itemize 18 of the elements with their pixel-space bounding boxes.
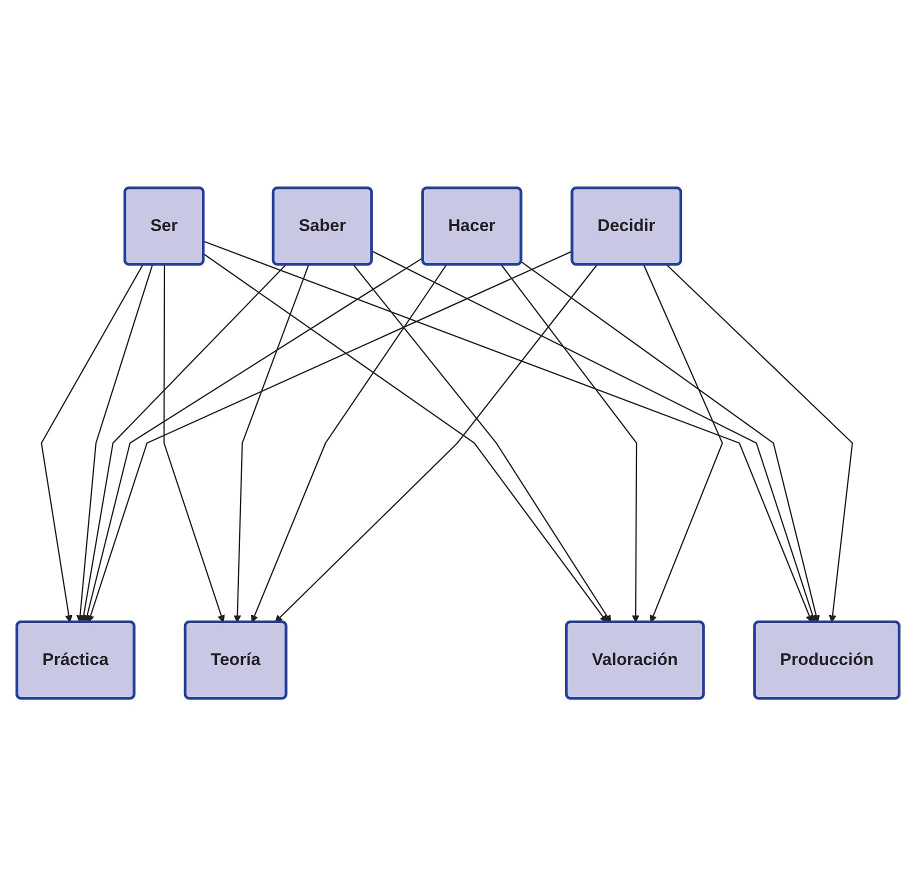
- arrow: [234, 264, 310, 622]
- diagram: Ser Saber Hacer Decidir Práctica Teoría Valoración Producción: [10, 180, 906, 706]
- arrow: [274, 264, 598, 622]
- arrow: [80, 264, 286, 622]
- arrow: [666, 264, 854, 622]
- arrow: [163, 264, 225, 622]
- arrow: [87, 250, 573, 622]
- arrow: [643, 264, 724, 622]
- arrow: [250, 264, 447, 622]
- arrow: [520, 261, 820, 622]
- arrow: [352, 264, 612, 622]
- arrow: [203, 240, 813, 622]
- arrow: [372, 250, 816, 622]
- arrow: [76, 264, 154, 622]
- arrow: [84, 257, 424, 622]
- arrow: [203, 253, 608, 622]
- arrow: [40, 264, 144, 622]
- arrow: [500, 264, 640, 622]
